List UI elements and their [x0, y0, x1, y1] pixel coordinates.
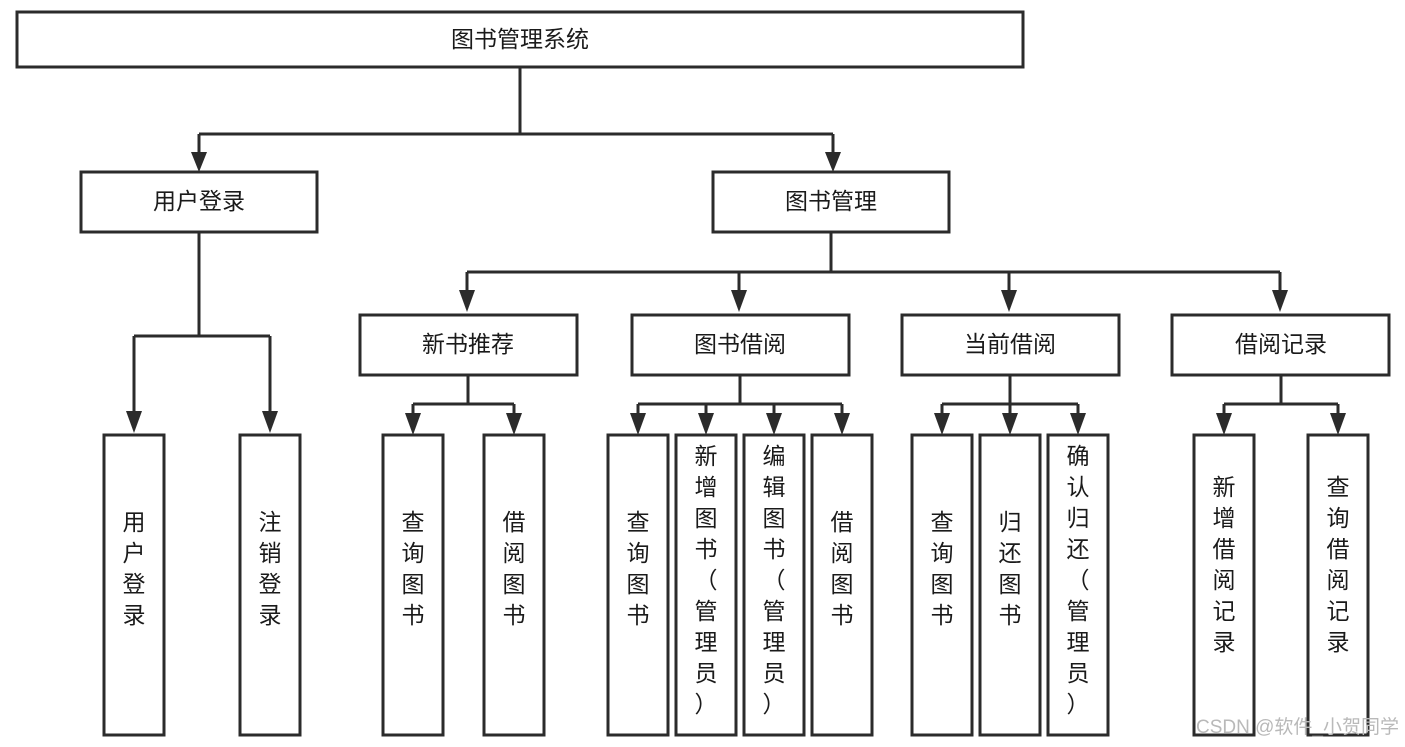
edge-book-manage-to-level3 — [465, 232, 1282, 295]
node-user-login-box[interactable] — [79, 170, 319, 234]
leaf-box[interactable] — [1306, 433, 1370, 737]
leaf-label: 用户登录 — [123, 509, 146, 628]
edge-new-book-recommend-to-leaves — [411, 375, 516, 416]
leaf-new-book-recommend-1[interactable]: 查询图书 — [381, 433, 445, 737]
arrowhead-cb-leaf-1 — [934, 413, 950, 435]
edge-current-borrow-to-leaves — [940, 375, 1080, 416]
node-book-borrow-label: 图书借阅 — [694, 331, 786, 357]
arrowhead-bb-leaf-3 — [766, 413, 782, 435]
leaf-box[interactable] — [674, 433, 738, 737]
leaf-box[interactable] — [742, 433, 806, 737]
leaf-label: 借阅图书 — [831, 509, 854, 628]
csdn-watermark: CSDN @软件_小贺同学 — [1196, 716, 1399, 738]
leaf-box[interactable] — [978, 433, 1042, 737]
arrowhead-level3-2 — [731, 290, 747, 312]
leaf-label: 查询图书 — [931, 509, 954, 628]
arrowhead-br-leaf-1 — [1216, 413, 1232, 435]
node-user-login-label: 用户登录 — [153, 188, 245, 214]
arrowhead-bb-leaf-4 — [834, 413, 850, 435]
node-new-book-recommend[interactable]: 新书推荐 — [358, 313, 579, 377]
leaf-box[interactable] — [910, 433, 974, 737]
arrowhead-level3-1 — [459, 290, 475, 312]
leaf-label: 注销登录 — [259, 509, 282, 628]
leaf-label: 借阅图书 — [503, 509, 526, 628]
node-current-borrow[interactable]: 当前借阅 — [900, 313, 1121, 377]
node-root[interactable]: 图书管理系统 — [15, 10, 1025, 69]
leaf-new-book-recommend-2[interactable]: 借阅图书 — [482, 433, 546, 737]
leaf-box[interactable] — [1046, 433, 1110, 737]
node-book-manage[interactable]: 图书管理 — [711, 170, 951, 234]
leaf-book-borrow-3[interactable]: 编辑图书（管理员） — [742, 433, 806, 737]
leaf-label: 确认归还（管理员） — [1067, 443, 1090, 717]
leaf-book-borrow-1[interactable]: 查询图书 — [606, 433, 670, 737]
node-new-book-recommend-box[interactable] — [358, 313, 579, 377]
leaf-user-login-1[interactable]: 用户登录 — [102, 433, 166, 737]
leaf-label: 查询图书 — [402, 509, 425, 628]
leaf-book-borrow-4[interactable]: 借阅图书 — [810, 433, 874, 737]
leaf-book-borrow-2[interactable]: 新增图书（管理员） — [674, 433, 738, 737]
leaf-box[interactable] — [606, 433, 670, 737]
leaf-box[interactable] — [482, 433, 546, 737]
node-borrow-record-label: 借阅记录 — [1235, 331, 1327, 357]
leaf-box[interactable] — [810, 433, 874, 737]
node-root-label: 图书管理系统 — [451, 26, 589, 52]
arrowhead-level3-4 — [1272, 290, 1288, 312]
arrowhead-br-leaf-2 — [1330, 413, 1346, 435]
arrowhead-user-login-leaf-2 — [262, 411, 278, 433]
node-book-borrow[interactable]: 图书借阅 — [630, 313, 851, 377]
node-root-box[interactable] — [15, 10, 1025, 69]
leaf-label: 新增图书（管理员） — [695, 443, 718, 717]
arrowhead-level3-3 — [1001, 290, 1017, 312]
arrowhead-bb-leaf-2 — [698, 413, 714, 435]
leaf-box[interactable] — [1192, 433, 1256, 737]
node-book-manage-label: 图书管理 — [785, 188, 877, 214]
edge-root-to-level2 — [197, 67, 835, 157]
arrowhead-bb-leaf-1 — [630, 413, 646, 435]
node-borrow-record[interactable]: 借阅记录 — [1170, 313, 1391, 377]
edge-user-login-to-leaves — [132, 232, 272, 415]
leaf-current-borrow-3[interactable]: 确认归还（管理员） — [1046, 433, 1110, 737]
leaf-borrow-record-2[interactable]: 查询借阅记录 — [1306, 433, 1370, 737]
leaf-label: 归还图书 — [999, 509, 1022, 628]
leaf-borrow-record-1[interactable]: 新增借阅记录 — [1192, 433, 1256, 737]
arrowhead-cb-leaf-2 — [1002, 413, 1018, 435]
leaf-box[interactable] — [381, 433, 445, 737]
edge-book-borrow-to-leaves — [636, 375, 844, 416]
arrowhead-root-to-user-login — [191, 152, 207, 172]
node-user-login[interactable]: 用户登录 — [79, 170, 319, 234]
arrowhead-cb-leaf-3 — [1070, 413, 1086, 435]
node-current-borrow-label: 当前借阅 — [964, 331, 1056, 357]
leaf-label: 查询借阅记录 — [1327, 474, 1350, 655]
leaf-label: 新增借阅记录 — [1213, 474, 1236, 655]
leaf-box[interactable] — [102, 433, 166, 737]
edge-borrow-record-to-leaves — [1222, 375, 1340, 416]
leaf-label: 编辑图书（管理员） — [763, 443, 786, 717]
arrowhead-nbr-leaf-1 — [405, 413, 421, 435]
leaf-user-login-2[interactable]: 注销登录 — [238, 433, 302, 737]
leaf-current-borrow-2[interactable]: 归还图书 — [978, 433, 1042, 737]
leaf-box[interactable] — [238, 433, 302, 737]
leaf-current-borrow-1[interactable]: 查询图书 — [910, 433, 974, 737]
arrowhead-root-to-book-manage — [825, 152, 841, 172]
arrowhead-nbr-leaf-2 — [506, 413, 522, 435]
node-current-borrow-box[interactable] — [900, 313, 1121, 377]
leaf-label: 查询图书 — [627, 509, 650, 628]
node-new-book-recommend-label: 新书推荐 — [422, 331, 514, 357]
arrowhead-user-login-leaf-1 — [126, 411, 142, 433]
